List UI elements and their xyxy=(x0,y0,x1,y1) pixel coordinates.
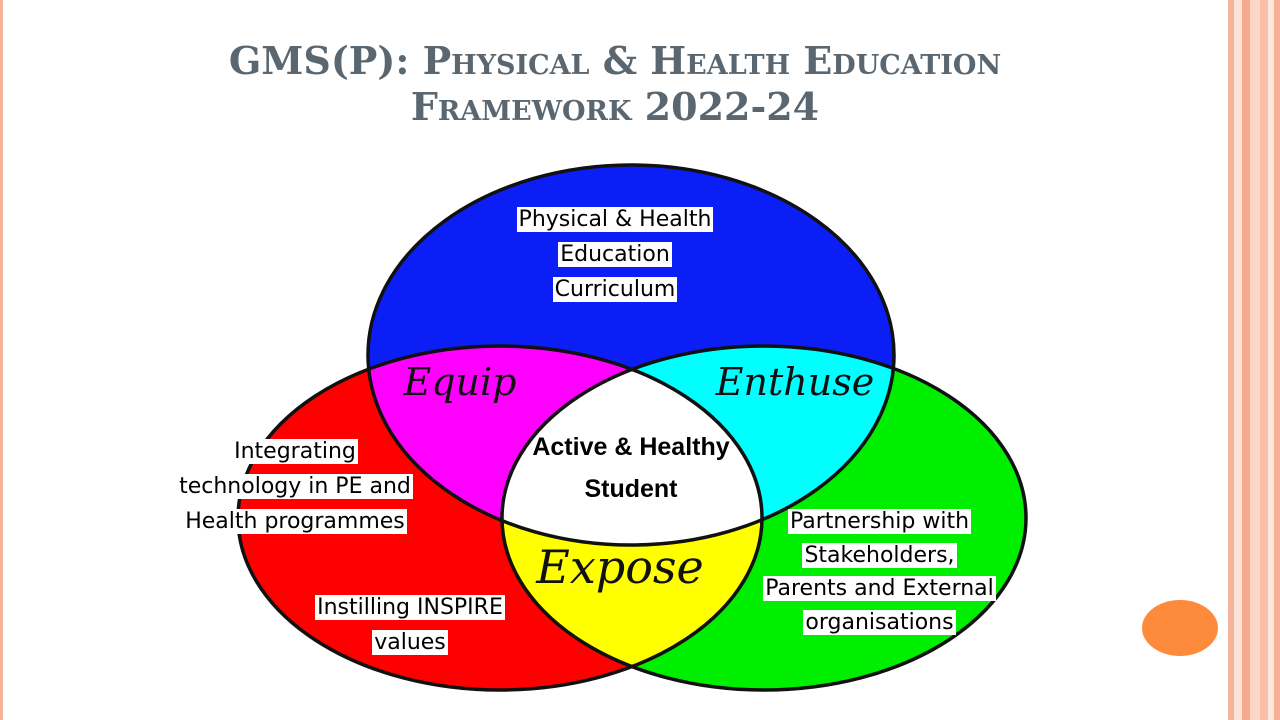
title-line-1: GMS(P): Physical & Health Education xyxy=(228,38,1002,83)
top-circle-label: Physical & Health Education Curriculum xyxy=(470,202,760,307)
enthuse-label: Enthuse xyxy=(715,360,875,404)
left-label-line-1: Integrating xyxy=(232,439,358,464)
left-circle-label: Integrating technology in PE and Health … xyxy=(140,434,450,539)
slide-title: GMS(P): Physical & Health Education Fram… xyxy=(140,38,1090,130)
right-label-line-3: Parents and External xyxy=(763,576,996,601)
orange-circle-accent xyxy=(1142,600,1218,656)
left-border xyxy=(0,0,3,720)
left-bottom-label: Instilling INSPIRE values xyxy=(280,590,540,660)
decorative-stripes xyxy=(1222,0,1280,720)
top-label-line-2: Education xyxy=(558,242,672,267)
expose-label: Expose xyxy=(536,540,704,594)
right-label-line-4: organisations xyxy=(803,609,956,635)
left-bottom-line-1: Instilling INSPIRE xyxy=(315,595,505,620)
left-label-line-2: technology in PE and xyxy=(177,474,413,499)
left-bottom-line-2: values xyxy=(372,630,448,655)
center-overlap xyxy=(502,346,762,545)
center-label-line-2: Student xyxy=(584,475,678,503)
left-label-line-3: Health programmes xyxy=(183,509,407,534)
right-label-line-1: Partnership with xyxy=(787,509,972,534)
right-label-line-2: Stakeholders, xyxy=(802,542,957,568)
center-label: Active & Healthy Student xyxy=(505,426,757,510)
right-circle-label: Partnership with Stakeholders, Parents a… xyxy=(732,505,1027,639)
top-label-line-1: Physical & Health xyxy=(516,207,714,232)
top-label-line-3: Curriculum xyxy=(552,277,678,302)
center-label-line-1: Active & Healthy xyxy=(532,433,730,461)
equip-label: Equip xyxy=(403,360,517,404)
title-line-2: Framework 2022-24 xyxy=(410,84,820,129)
